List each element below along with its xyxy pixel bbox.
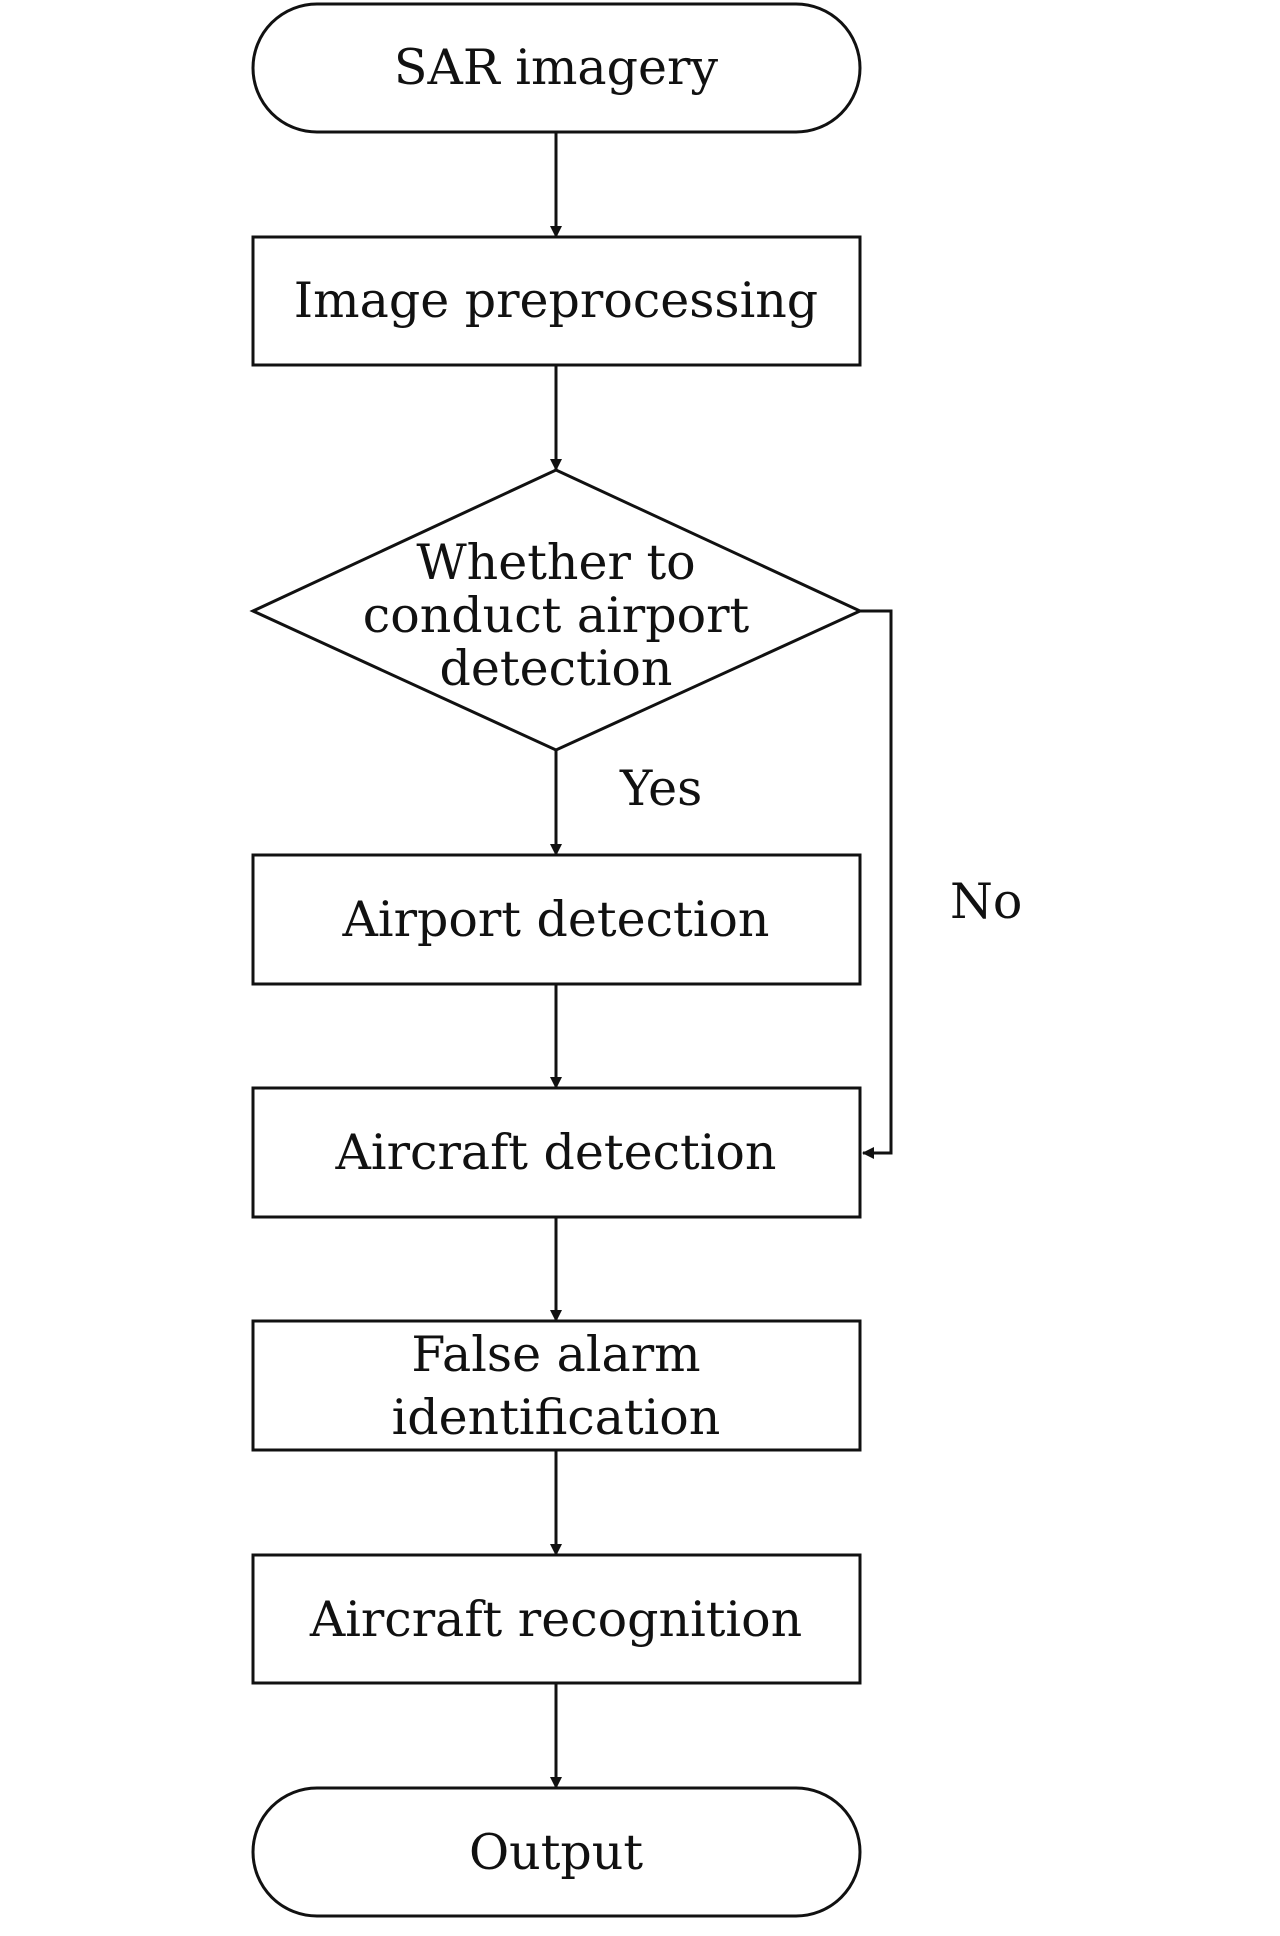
process-box (251, 235, 862, 367)
decision-diamond (249, 468, 864, 752)
process-box (251, 1319, 862, 1452)
node-aircraft: Aircraft detection (251, 1086, 862, 1219)
node-decision-label-line-3: detection (440, 640, 673, 697)
node-decision-label-line-1: Whether to (416, 534, 695, 591)
node-output-label: Output (469, 1824, 643, 1881)
node-output: Output (251, 1786, 862, 1918)
process-box (251, 853, 862, 986)
node-preprocess-label: Image preprocessing (294, 272, 818, 329)
edge-label-no: No (950, 873, 1022, 930)
node-falsealarm-label-line-1: False alarm (411, 1326, 700, 1383)
node-airport: Airport detection (251, 853, 862, 986)
node-start-label: SAR imagery (394, 39, 719, 96)
process-box (251, 1086, 862, 1219)
node-decision-label-line-2: conduct airport (363, 587, 750, 644)
node-aircraft-label: Aircraft detection (335, 1124, 777, 1181)
node-recognition-label: Aircraft recognition (309, 1591, 802, 1648)
node-airport-label: Airport detection (342, 891, 770, 948)
terminal-shape (251, 2, 862, 134)
edge-label-yes: Yes (619, 760, 702, 817)
node-start: SAR imagery (251, 2, 862, 134)
node-preprocess: Image preprocessing (251, 235, 862, 367)
node-recognition: Aircraft recognition (251, 1553, 862, 1685)
node-falsealarm: False alarm identification (251, 1319, 862, 1452)
node-falsealarm-label-line-2: identification (392, 1389, 721, 1446)
edge-decision-to-aircraft-no (860, 609, 893, 1159)
node-decision: Whether to conduct airport detection (249, 468, 864, 752)
flow-edges (550, 132, 893, 1789)
process-box (251, 1553, 862, 1685)
terminal-shape (251, 1786, 862, 1918)
